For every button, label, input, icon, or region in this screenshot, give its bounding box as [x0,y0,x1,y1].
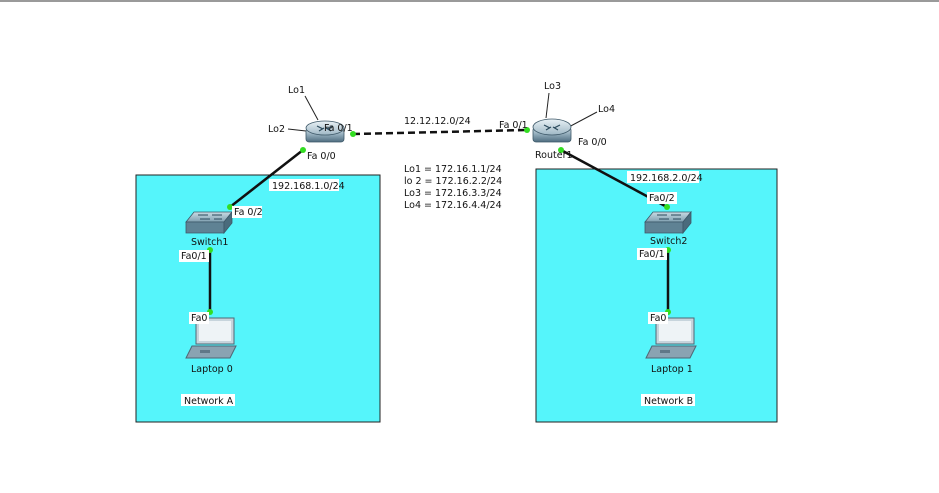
laptop1-name-label: Laptop 1 [651,364,693,375]
switch2-icon[interactable] [644,210,692,235]
switch2-name-label: Switch2 [650,236,687,247]
network-a-subnet-label: 192.168.1.0/24 [272,181,345,192]
laptop0-port-bg [189,312,209,324]
port-dot [558,147,564,153]
subnet-a-label-bg [269,179,339,191]
loopback-line-1: Lo1 = 172.16.1.1/24 [404,164,502,175]
switch2-down-port-bg [637,248,667,260]
router1-icon[interactable] [532,118,572,143]
port-dot [350,131,356,137]
router1-name-label: Router1 [535,150,573,161]
router0-icon[interactable] [305,120,345,143]
network-b-label: Network B [644,396,693,407]
switch1-up-port-bg [232,206,262,218]
switch1-icon[interactable] [185,210,233,235]
switch1-up-port-label: Fa 0/2 [234,207,263,218]
router0-lan-port-label: Fa 0/0 [307,151,336,162]
router0-wan-port-label: Fa 0/1 [324,123,353,134]
leader-lo3 [545,92,550,119]
laptop0-name-label: Laptop 0 [191,364,233,375]
laptop1-port-label: Fa0 [650,313,666,324]
switch2-down-port-label: Fa0/1 [639,249,665,260]
switch1-down-port-label: Fa0/1 [181,251,207,262]
port-dot [300,147,306,153]
canvas-top-border [0,0,939,2]
loopback-line-2: lo 2 = 172.16.2.2/24 [404,176,502,187]
subnet-b-label-bg [627,171,699,183]
loopback-line-3: Lo3 = 172.16.3.3/24 [404,188,502,199]
port-dot [524,127,530,133]
network-a-label-bg [181,394,235,406]
router0-lo1-label: Lo1 [288,85,305,96]
loopback-line-4: Lo4 = 172.16.4.4/24 [404,200,502,211]
leader-lo2 [287,128,307,132]
network-b-area[interactable] [535,168,778,423]
router1-lo3-label: Lo3 [544,81,561,92]
leader-lo1 [304,95,319,121]
router1-wan-port-label: Fa 0/1 [499,120,528,131]
router0-lo2-label: Lo2 [268,124,285,135]
switch2-up-port-bg [647,192,677,204]
router1-lo4-label: Lo4 [598,104,615,115]
laptop1-port-bg [648,312,668,324]
switch2-up-port-label: Fa0/2 [649,193,675,204]
leader-lo4 [566,111,598,129]
port-dot [227,204,233,210]
network-a-label: Network A [184,396,234,407]
link-router0-switch1[interactable] [229,149,304,208]
router1-lan-port-label: Fa 0/0 [578,137,607,148]
wan-subnet-label: 12.12.12.0/24 [404,116,471,127]
switch1-down-port-bg [179,250,209,262]
port-dot [664,204,670,210]
laptop0-port-label: Fa0 [191,313,207,324]
network-b-label-bg [641,394,695,406]
switch1-name-label: Switch1 [191,237,228,248]
network-b-subnet-label: 192.168.2.0/24 [630,173,703,184]
link-router0-router1[interactable] [352,128,528,136]
